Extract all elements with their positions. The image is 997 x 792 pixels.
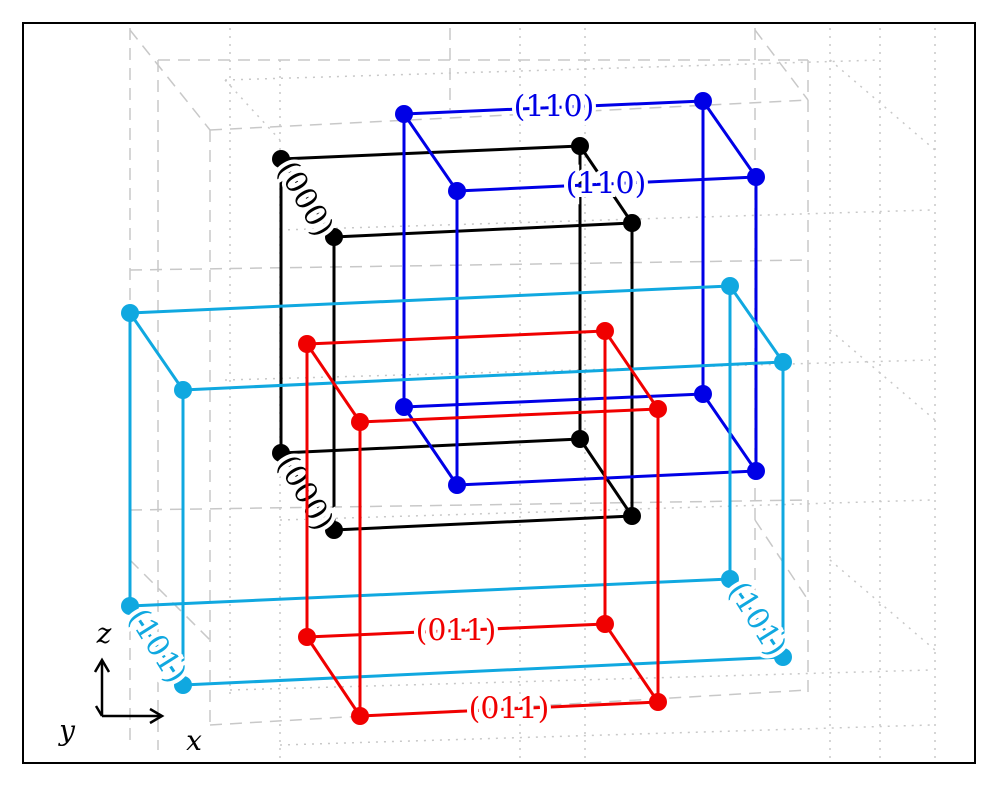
cell-110-vertex-6	[448, 476, 466, 494]
cell-011-edge-6	[305, 636, 362, 717]
y-axis-stub	[94, 705, 104, 717]
cell-011-label-1: (011)	[469, 692, 550, 727]
z-arrow-head	[93, 657, 111, 673]
cell-000-edge-1	[333, 221, 633, 239]
cell-011-vertex-6	[351, 707, 369, 725]
cell-101-vertex-7	[774, 648, 792, 666]
cell-101-edge-0	[129, 284, 731, 315]
cell-101-edge-6	[128, 605, 185, 686]
cell-110-label-1: (110)	[566, 167, 647, 202]
cell-110-vertex-7	[747, 462, 765, 480]
cell-101-edge-3	[182, 655, 784, 687]
cell-110-vertex-3	[747, 168, 765, 186]
cell-101-vertex-1	[721, 277, 739, 295]
cell-011-edge-5	[603, 330, 660, 410]
cell-000-vertex-4	[272, 444, 290, 462]
cell-110-edge-4	[402, 113, 459, 192]
cell-011: (011) (011)	[298, 322, 667, 731]
cell-011-vertex-0	[298, 335, 316, 353]
cell-110-vertex-4	[395, 398, 413, 416]
cell-110-edge-5	[701, 100, 758, 178]
cell-110-edge-2	[403, 392, 704, 409]
cell-000-vertex-3	[623, 214, 641, 232]
cell-110-edge-0	[403, 99, 704, 116]
cell-101-vertex-4	[121, 597, 139, 615]
cell-011-vertex-7	[649, 693, 667, 711]
cell-011-vertex-5	[596, 615, 614, 633]
cell-101-vertex-2	[174, 381, 192, 399]
cell-011-vertex-1	[596, 322, 614, 340]
cell-101-edge-1	[182, 360, 784, 392]
x-arrow-head	[149, 707, 165, 725]
axis-indicator	[93, 657, 165, 725]
cell-110-vertex-0	[395, 105, 413, 123]
cell-000-vertex-6	[325, 521, 343, 539]
cell-110-edge-1	[456, 175, 757, 193]
cell-011-edge-2	[306, 622, 606, 639]
cell-011-edge-7	[603, 623, 660, 703]
cell-101-vertex-0	[121, 304, 139, 322]
cell-101-vertex-5	[721, 570, 739, 588]
cell-000-vertex-0	[272, 150, 290, 168]
cell-011-edge-1	[359, 407, 659, 424]
cell-110-label-0: (110)	[514, 90, 595, 125]
cell-000-edge-4	[279, 158, 336, 238]
cell-011-label-0: (011)	[416, 614, 497, 649]
cell-011-vertex-2	[351, 413, 369, 431]
cell-101-edge-7	[728, 578, 785, 658]
plot-frame	[22, 22, 976, 764]
cell-000-edge-3	[333, 514, 633, 532]
cell-101-edge-2	[129, 577, 731, 608]
cell-011-vertex-4	[298, 628, 316, 646]
cell-101-vertex-6	[174, 676, 192, 694]
z-axis-label: z	[96, 617, 112, 650]
cell-011-vertex-3	[649, 400, 667, 418]
cell-110-vertex-5	[694, 385, 712, 403]
y-axis-label: y	[57, 714, 76, 747]
cell-101-edge-5	[728, 285, 785, 363]
cell-110-vertex-1	[694, 92, 712, 110]
cell-101-vertex-3	[774, 353, 792, 371]
cell-000-vertex-1	[571, 137, 589, 155]
x-axis-label: x	[186, 724, 202, 757]
cell-011-edge-4	[305, 343, 362, 423]
cell-000-vertex-5	[571, 430, 589, 448]
cell-110-vertex-2	[448, 182, 466, 200]
cell-000-vertex-7	[623, 507, 641, 525]
cell-101-edge-4	[128, 312, 185, 391]
cell-000-vertex-2	[325, 228, 343, 246]
cell-011-edge-0	[306, 329, 606, 346]
cell-011-edge-3	[359, 700, 659, 718]
